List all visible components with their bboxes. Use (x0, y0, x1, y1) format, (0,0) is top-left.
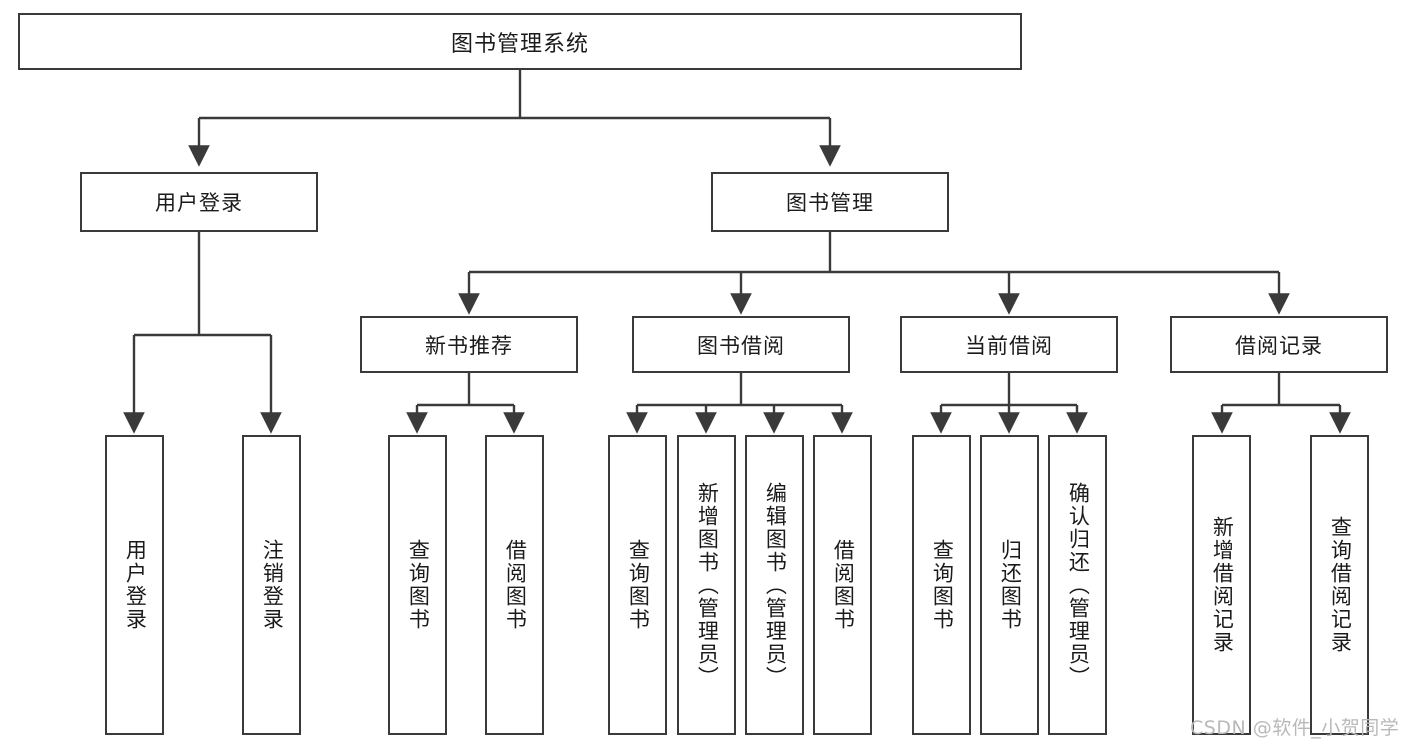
leaf-label: 新增图书（管理员） (695, 481, 720, 689)
leaf-book-borrow-borrow[interactable]: 借阅图书 (813, 435, 872, 735)
leaf-label: 借阅图书 (503, 539, 528, 631)
node-book-manage-label: 图书管理 (786, 191, 874, 215)
node-user-login[interactable]: 用户登录 (80, 172, 318, 232)
leaf-label: 查询图书 (406, 539, 431, 631)
leaf-current-borrow-return[interactable]: 归还图书 (980, 435, 1039, 735)
leaf-label: 查询借阅记录 (1328, 516, 1353, 654)
node-root-label: 图书管理系统 (450, 31, 589, 57)
leaf-user-login-login[interactable]: 用户登录 (105, 435, 164, 735)
leaf-current-borrow-confirm[interactable]: 确认归还（管理员） (1048, 435, 1107, 735)
leaf-label: 注销登录 (260, 539, 285, 631)
leaf-borrow-records-add[interactable]: 新增借阅记录 (1192, 435, 1251, 735)
node-current-borrow-label: 当前借阅 (965, 333, 1053, 358)
node-root[interactable]: 图书管理系统 (18, 13, 1022, 70)
leaf-label: 借阅图书 (831, 539, 856, 631)
leaf-label: 确认归还（管理员） (1066, 481, 1091, 689)
leaf-new-book-query[interactable]: 查询图书 (388, 435, 447, 735)
node-new-book-recommend-label: 新书推荐 (425, 333, 513, 358)
leaf-label: 编辑图书（管理员） (763, 481, 788, 689)
node-book-manage[interactable]: 图书管理 (711, 172, 949, 232)
leaf-label: 查询图书 (626, 539, 651, 631)
node-new-book-recommend[interactable]: 新书推荐 (360, 316, 578, 373)
node-current-borrow[interactable]: 当前借阅 (900, 316, 1118, 373)
leaf-user-login-logout[interactable]: 注销登录 (242, 435, 301, 735)
node-borrow-records-label: 借阅记录 (1235, 333, 1323, 358)
node-user-login-label: 用户登录 (155, 191, 243, 215)
leaf-label: 查询图书 (930, 539, 955, 631)
leaf-borrow-records-query[interactable]: 查询借阅记录 (1310, 435, 1369, 735)
leaf-label: 新增借阅记录 (1210, 516, 1235, 654)
node-book-borrow[interactable]: 图书借阅 (632, 316, 850, 373)
node-borrow-records[interactable]: 借阅记录 (1170, 316, 1388, 373)
node-book-borrow-label: 图书借阅 (697, 333, 785, 358)
leaf-current-borrow-query[interactable]: 查询图书 (912, 435, 971, 735)
leaf-label: 归还图书 (998, 539, 1023, 631)
leaf-new-book-borrow[interactable]: 借阅图书 (485, 435, 544, 735)
leaf-book-borrow-query[interactable]: 查询图书 (608, 435, 667, 735)
leaf-book-borrow-add[interactable]: 新增图书（管理员） (677, 435, 736, 735)
leaf-label: 用户登录 (123, 539, 148, 631)
leaf-book-borrow-edit[interactable]: 编辑图书（管理员） (745, 435, 804, 735)
